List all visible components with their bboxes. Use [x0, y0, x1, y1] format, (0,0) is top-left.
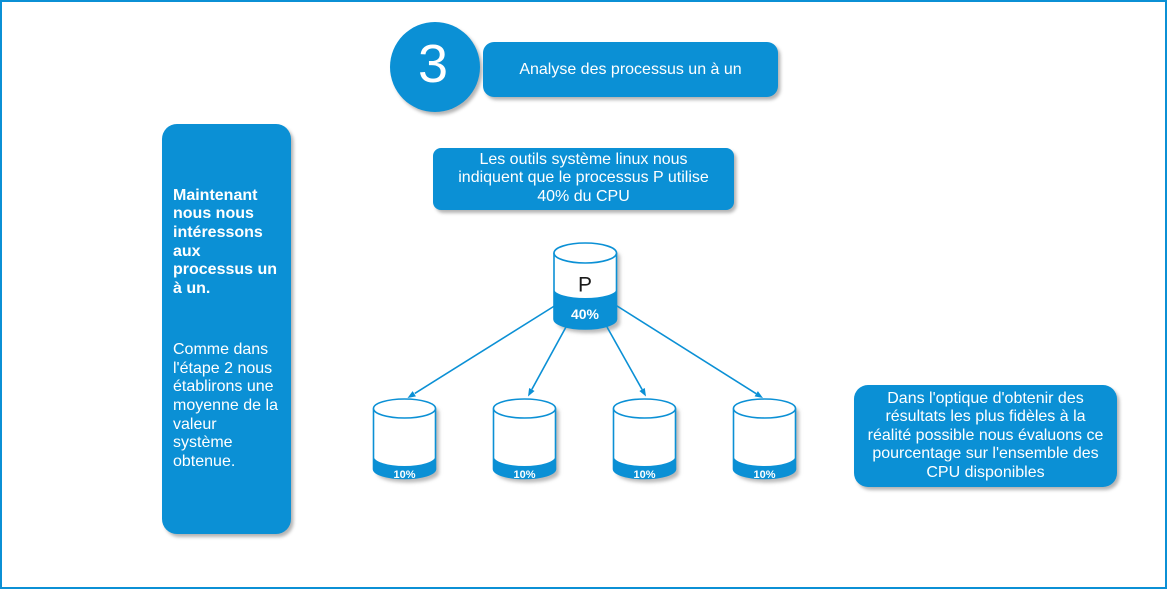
svg-text:10%: 10%: [393, 469, 415, 481]
svg-text:10%: 10%: [753, 469, 775, 481]
svg-text:10%: 10%: [513, 469, 535, 481]
svg-text:40%: 40%: [571, 306, 600, 322]
svg-text:P: P: [578, 274, 592, 297]
svg-text:10%: 10%: [633, 469, 655, 481]
